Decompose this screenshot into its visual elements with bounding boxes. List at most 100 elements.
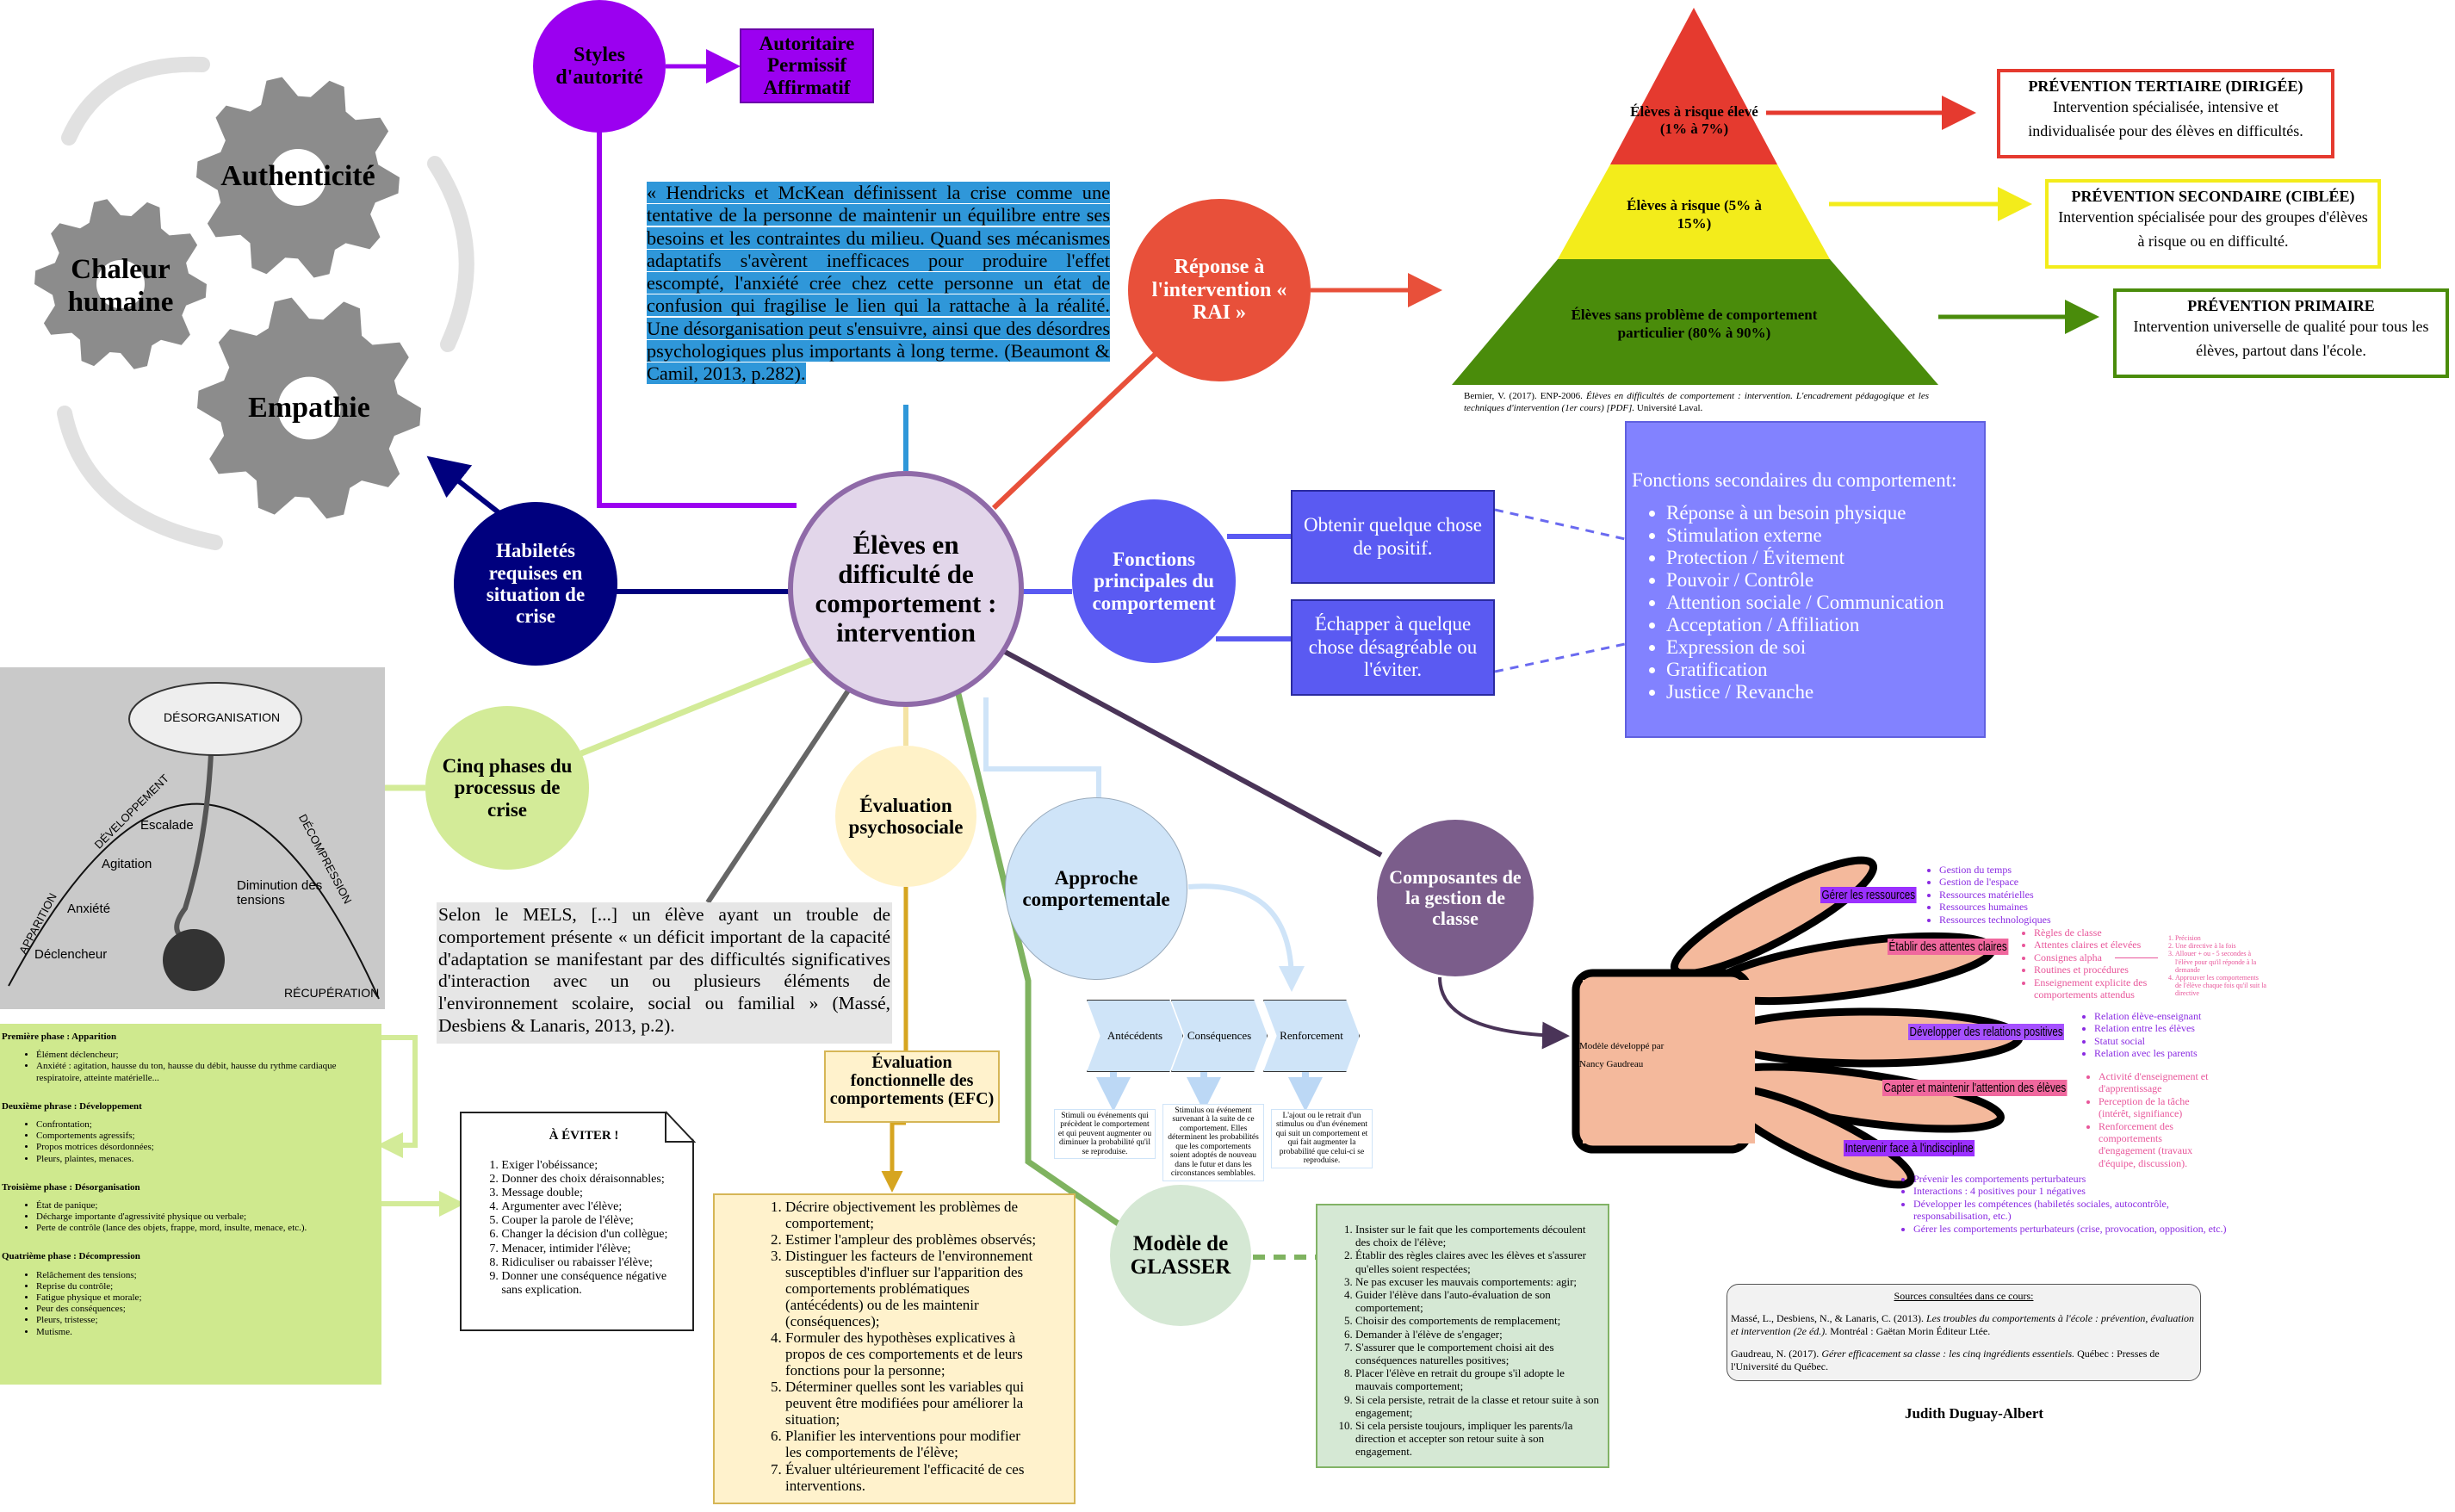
ref-text: Montréal : Gaëtan Morin Éditeur Ltée. xyxy=(1827,1325,1991,1338)
phase-title: Troisième phase : Désorganisation xyxy=(2,1181,140,1193)
finger-item: Prévenir les comportements perturbateurs xyxy=(1913,1173,2229,1185)
central-node[interactable]: Élèves en difficulté de comportement : i… xyxy=(788,471,1024,707)
secondaire-item: Acceptation / Affiliation xyxy=(1666,614,1979,636)
consigne-item: Une directive à la fois xyxy=(2175,942,2266,950)
finger-item: Relation avec les parents xyxy=(2094,1047,2254,1059)
phase-item: Peur des conséquences; xyxy=(36,1304,380,1315)
fonction-box-obtenir: Obtenir quelque chose de positif. xyxy=(1291,490,1495,584)
phase-title: Quatrième phase : Décompression xyxy=(2,1251,140,1262)
prevention-text: Intervention spécialisée pour des groupe… xyxy=(2058,208,2368,250)
phase-item: Anxiété : agitation, hausse du ton, haus… xyxy=(36,1061,380,1083)
figure-label: Escalade xyxy=(140,818,194,833)
consigne-item: Approuver les comportements de l'élève c… xyxy=(2175,974,2266,998)
figure-label: Diminution des tensions xyxy=(237,878,323,908)
crisis-definition-quote: « Hendricks et McKean définissent la cri… xyxy=(647,182,1110,386)
style-item: Autoritaire xyxy=(759,33,855,54)
pyramid-label-primary: Élèves sans problème de comportement par… xyxy=(1571,307,1818,342)
phase-item: Confrontation; xyxy=(36,1119,380,1131)
secondaire-item: Justice / Revanche xyxy=(1666,681,1979,703)
node-modele-glasser[interactable]: Modèle de GLASSER xyxy=(1110,1185,1251,1326)
pyramid-label-tertiary: Élèves à risque élevé (1% à 7%) xyxy=(1630,103,1758,138)
finger-item: Relation élève-enseignant xyxy=(2094,1010,2254,1022)
fonction-box-echapper: Échapper à quelque chose désagréable ou … xyxy=(1291,599,1495,696)
finger-item: Gestion de l'espace xyxy=(1939,876,2091,888)
glasser-steps-list: Insister sur le fait que les comportemen… xyxy=(1336,1223,1603,1459)
finger-item: Gestion du temps xyxy=(1939,864,2091,876)
ref-text: Québec : Presses de l'Université du Québ… xyxy=(1731,1347,2160,1373)
glasser-step: Demander à l'élève de s'engager; xyxy=(1355,1328,1603,1341)
chevron-description: Stimuli ou événements qui précèdent le c… xyxy=(1054,1109,1156,1160)
consigne-item: Précision xyxy=(2175,934,2266,942)
efc-steps-box: Décrire objectivement les problèmes de c… xyxy=(713,1193,1076,1504)
gear-hole xyxy=(269,148,327,207)
node-composantes-gestion-classe[interactable]: Composantes de la gestion de classe xyxy=(1377,820,1534,976)
ref-title: Gérer efficacement sa classe : les cinq … xyxy=(1821,1347,2075,1360)
finger-label: Capter et maintenir l'attention des élèv… xyxy=(1882,1080,2068,1096)
arrow-phases-eviter xyxy=(377,1035,418,1158)
finger-item: Ressources humaines xyxy=(1939,901,2091,913)
ref-text: Massé, L., Desbiens, N., & Lanaris, C. (… xyxy=(1731,1311,1926,1324)
citation-text: Bernier, V. (2017). ENP-2006. xyxy=(1464,391,1586,401)
node-cinq-phases[interactable]: Cinq phases du processus de crise xyxy=(425,706,589,870)
source-ref: Gaudreau, N. (2017). Gérer efficacement … xyxy=(1731,1348,2197,1374)
phase-items: État de panique;Décharge importante d'ag… xyxy=(2,1200,380,1235)
connector-rai xyxy=(991,350,1159,511)
node-rai[interactable]: Réponse à l'intervention « RAI » xyxy=(1128,199,1311,381)
gear-label-authenticite: Authenticité xyxy=(220,160,375,192)
node-habiletes-crise[interactable]: Habiletés requises en situation de crise xyxy=(454,502,617,666)
a-eviter-title: À ÉVITER ! xyxy=(549,1129,619,1143)
figure-label: DÉSORGANISATION xyxy=(164,710,281,724)
node-label: Évaluation psychosociale xyxy=(848,794,964,838)
efc-step: Estimer l'ampleur des problèmes observés… xyxy=(785,1231,1039,1248)
phase-item: Perte de contrôle (lance des objets, fra… xyxy=(36,1223,380,1234)
secondaire-item: Protection / Évitement xyxy=(1666,547,1979,569)
pyramid-level-primary xyxy=(1452,259,1938,385)
node-styles-autorite[interactable]: Styles d'autorité xyxy=(533,0,666,133)
glasser-step: Si cela persiste, retrait de la classe e… xyxy=(1355,1393,1603,1419)
efc-steps-list: Décrire objectivement les problèmes de c… xyxy=(766,1199,1039,1494)
secondaire-item: Pouvoir / Contrôle xyxy=(1666,569,1979,592)
node-fonctions-principales[interactable]: Fonctions principales du comportement xyxy=(1072,499,1236,663)
gears-figure xyxy=(34,77,421,519)
glasser-step: Établir des règles claires avec les élèv… xyxy=(1355,1249,1603,1274)
finger-label: Gérer les ressources xyxy=(1820,887,1917,903)
gear-label-empathie: Empathie xyxy=(248,392,370,424)
figure-label: RÉCUPÉRATION xyxy=(284,986,380,1000)
prevention-title: PRÉVENTION TERTIAIRE (DIRIGÉE) xyxy=(2028,77,2303,95)
node-approche-comportementale[interactable]: Approche comportementale xyxy=(1005,797,1187,980)
cycle-arrow-icon xyxy=(427,156,474,352)
glasser-steps-box: Insister sur le fait que les comportemen… xyxy=(1316,1204,1609,1468)
sources-title: Sources consultées dans ce cours: xyxy=(1894,1290,2034,1302)
efc-box: Évaluation fonctionnelle des comportemen… xyxy=(824,1050,1000,1123)
citation-text: Université Laval. xyxy=(1634,403,1703,414)
node-evaluation-psychosociale[interactable]: Évaluation psychosociale xyxy=(835,746,976,887)
arrow-approche-chevrons xyxy=(1187,883,1305,992)
a-eviter-item: Exiger l'obéissance; xyxy=(501,1159,685,1173)
chevron-label: Renforcement xyxy=(1280,1029,1343,1042)
pyramid-citation: Bernier, V. (2017). ENP-2006. Élèves en … xyxy=(1464,390,1929,415)
a-eviter-note: À ÉVITER ! Exiger l'obéissance;Donner de… xyxy=(460,1112,694,1331)
chevron-label: Antécédents xyxy=(1107,1029,1163,1042)
style-item: Permissif xyxy=(767,54,846,77)
finger-item: Gérer les comportements perturbateurs (c… xyxy=(1913,1223,2229,1235)
consigne-item: Allouer + ou - 5 secondes à l'élève pour… xyxy=(2175,950,2266,974)
phase-title: Première phase : Apparition xyxy=(2,1032,117,1042)
fonction-text: Obtenir quelque chose de positif. xyxy=(1304,514,1482,559)
finger-items: Prévenir les comportements perturbateurs… xyxy=(1901,1173,2229,1235)
chevron-step: Renforcement xyxy=(1263,1000,1360,1072)
efc-step: Planifier les interventions pour modifie… xyxy=(785,1428,1039,1460)
finger-item: Activité d'enseignement et d'apprentissa… xyxy=(2099,1070,2216,1095)
chevron-step: Conséquences xyxy=(1171,1000,1268,1072)
figure-label: Anxiété xyxy=(67,902,111,916)
finger-item: Développer les compétences (habiletés so… xyxy=(1913,1198,2229,1223)
chevron-description: Stimulus ou événement survenant à la sui… xyxy=(1162,1104,1264,1181)
finger-label: Intervenir face à l'indiscipline xyxy=(1844,1140,1975,1156)
bomb-icon xyxy=(163,929,225,991)
mels-definition-quote: Selon le MELS, [...] un élève ayant un t… xyxy=(437,902,892,1044)
finger-item: Attentes claires et élevées xyxy=(2034,939,2160,951)
chevron-description: L'ajout ou le retrait d'un stimulus ou d… xyxy=(1271,1109,1373,1168)
node-label: Modèle de GLASSER xyxy=(1130,1231,1231,1280)
phase-item: État de panique; xyxy=(36,1200,380,1211)
efc-step: Déterminer quelles sont les variables qu… xyxy=(785,1379,1039,1428)
